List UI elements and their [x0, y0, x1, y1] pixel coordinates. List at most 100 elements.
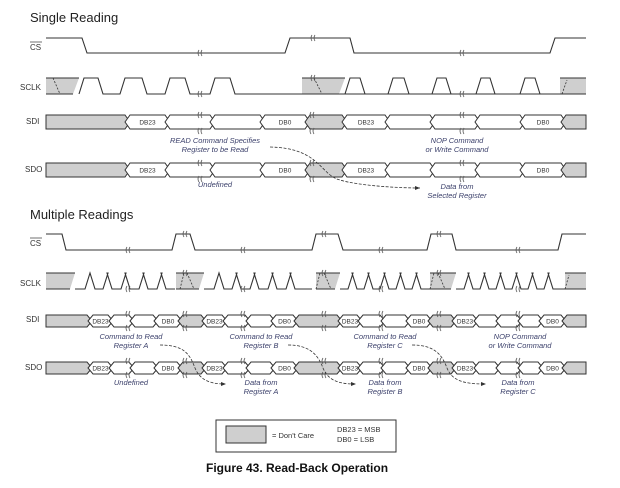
multi-sdo-note-c-line1: Data from — [502, 378, 535, 387]
break-mark — [240, 357, 246, 365]
multi-arrow-b — [287, 344, 356, 385]
multi-sclk-dash-3a — [315, 272, 321, 290]
break-mark — [459, 90, 465, 98]
break-mark — [309, 159, 315, 167]
single-sclk-wave-b — [344, 77, 560, 95]
multi-sdo-note-a-line2: Register A — [244, 387, 279, 396]
single-sdo-bus-segment — [474, 162, 526, 178]
multi-sdo-note-b-line1: Data from — [369, 378, 402, 387]
single-sdo-bus-bit-label: DB0 — [279, 167, 292, 174]
multi-sdo-label: SDO — [25, 363, 42, 372]
multi-sdi-bus-bit-label: DB0 — [162, 318, 175, 325]
single-cs-label: CS — [30, 43, 41, 52]
legend-lsb-label: DB0 = LSB — [337, 435, 374, 444]
break-mark — [378, 246, 384, 254]
break-mark — [240, 324, 246, 332]
break-mark — [182, 357, 188, 365]
multi-sclk-dash-2a — [179, 272, 185, 290]
single-sdi-bus-segment — [474, 114, 526, 130]
multi-sdi-bus-bit-label: DB0 — [413, 318, 426, 325]
multi-sdi-note-a-line1: Command to Read — [100, 332, 164, 341]
single-sclk-wave-a — [78, 77, 586, 95]
multi-sdi-bus-bit-label: DB23 — [457, 318, 474, 325]
break-mark — [459, 111, 465, 119]
multi-arrow-a — [159, 344, 226, 385]
single-sdo-label: SDO — [25, 165, 42, 174]
multi-sdi-bus-bit-label: DB23 — [342, 318, 359, 325]
single-sdi-note-1-line1: READ Command Specifies — [170, 136, 260, 145]
break-mark — [515, 324, 521, 332]
multi-sdo-bus-bit-label: DB0 — [413, 365, 426, 372]
single-sdo-bus-bit-label: DB23 — [358, 167, 375, 174]
break-mark — [515, 285, 521, 293]
single-sdo-bus-segment — [209, 162, 266, 178]
single-sdi-note-2-line1: NOP Command — [431, 136, 484, 145]
single-sdo-note-1: Undefined — [198, 180, 233, 189]
multi-sdo-bus-bit-label: DB23 — [342, 365, 359, 372]
break-mark — [125, 310, 131, 318]
break-mark — [197, 111, 203, 119]
break-mark — [436, 324, 442, 332]
single-sclk-dont-care-end — [560, 78, 586, 94]
break-mark — [197, 127, 203, 135]
single-sdi-bus-segment — [384, 114, 436, 130]
multi-sdi-note-b-line1: Command to Read — [230, 332, 294, 341]
single-sclk-dash-end — [561, 79, 568, 95]
break-mark — [515, 357, 521, 365]
multi-sdo-bus-bit-label: DB23 — [92, 365, 109, 372]
multi-sclk-wave-1 — [75, 271, 175, 290]
single-sclk-dash — [52, 77, 61, 95]
multi-sdo-note-undefined: Undefined — [114, 378, 149, 387]
break-mark — [459, 49, 465, 57]
break-mark — [321, 230, 327, 238]
break-mark — [125, 357, 131, 365]
multi-sdo-bus-bit-label: DB0 — [162, 365, 175, 372]
break-mark — [321, 357, 327, 365]
single-sdo-bus-segment — [429, 162, 481, 178]
multi-sclk-dash-4b — [437, 272, 446, 290]
multi-sdi-bus-bit-label: DB0 — [546, 318, 559, 325]
multi-arrow-c — [411, 344, 486, 385]
break-mark — [125, 246, 131, 254]
single-sdo-note-2-line1: Data from — [441, 182, 474, 191]
multi-sdo-bus-bit-label: DB23 — [457, 365, 474, 372]
break-mark — [240, 246, 246, 254]
break-mark — [197, 175, 203, 183]
break-mark — [515, 246, 521, 254]
multi-sdi-bus-bit-label: DB23 — [92, 318, 109, 325]
single-sdo-bus-segment — [560, 162, 587, 178]
single-sdi-bus-bit-label: DB23 — [139, 119, 156, 126]
multi-sclk-dash-3b — [323, 272, 332, 290]
multi-sdi-note-b-line2: Register B — [243, 341, 278, 350]
multi-sdi-bus-bit-label: DB0 — [278, 318, 291, 325]
single-sdi-bus-segment — [560, 114, 587, 130]
multi-sclk-dont-care-2 — [176, 273, 204, 289]
single-sdo-bus-bit-label: DB0 — [537, 167, 550, 174]
multi-sdi-bus-segment — [45, 314, 93, 328]
multi-sdo-bus-segment — [561, 361, 587, 375]
multi-arrowhead-a — [221, 382, 226, 386]
single-sdo-bus-bit-label: DB23 — [139, 167, 156, 174]
break-mark — [240, 285, 246, 293]
single-sdi-label: SDI — [26, 117, 39, 126]
break-mark — [197, 49, 203, 57]
multi-sclk-label: SCLK — [20, 279, 42, 288]
break-mark — [436, 371, 442, 379]
multi-sclk-wave-3 — [340, 272, 430, 290]
legend-dont-care-swatch — [225, 425, 267, 444]
single-sdi-bus-segment — [304, 114, 348, 130]
break-mark — [378, 285, 384, 293]
single-sdi-bus-bit-label: DB23 — [358, 119, 375, 126]
legend-dont-care-label: = Don't Care — [272, 431, 314, 440]
single-sdo-bus-segment — [45, 162, 131, 178]
single-sdi-bus-bit-label: DB0 — [537, 119, 550, 126]
break-mark — [182, 371, 188, 379]
single-sdi-bus-segment — [45, 114, 131, 130]
break-mark — [240, 371, 246, 379]
single-sclk-dont-care-start — [46, 78, 79, 94]
single-sdi-bus-segment — [429, 114, 481, 130]
break-mark — [310, 74, 316, 82]
break-mark — [125, 371, 131, 379]
